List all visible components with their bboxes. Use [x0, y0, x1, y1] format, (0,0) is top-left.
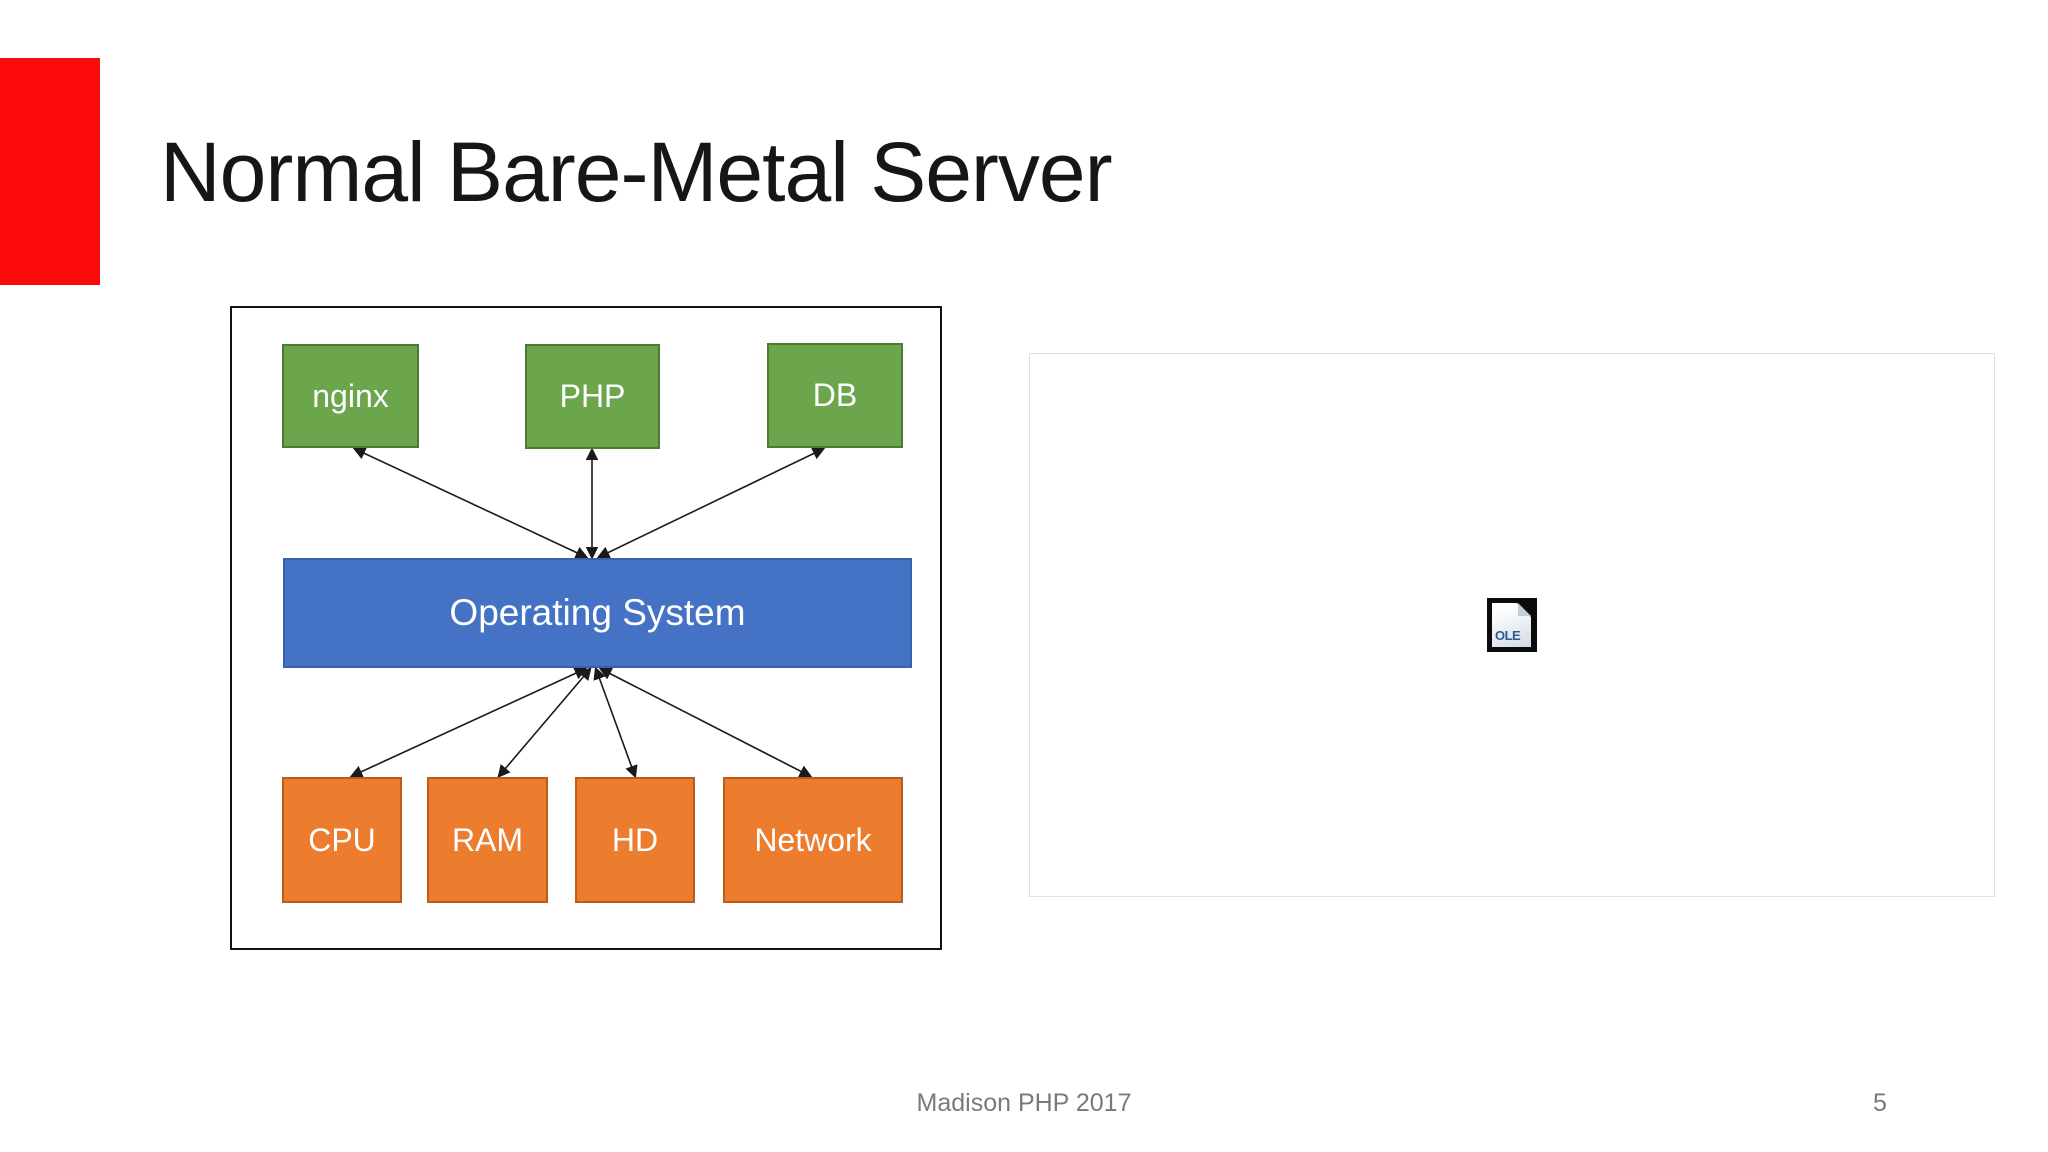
page-fold-icon [1518, 603, 1531, 616]
hardware-box-ram-label: RAM [451, 821, 524, 858]
hardware-box-hd: HD [575, 777, 695, 903]
arrow-os-cpu [349, 667, 588, 778]
app-box-nginx: nginx [282, 344, 419, 448]
page-number: 5 [1873, 1089, 1887, 1117]
hardware-box-ram: RAM [427, 777, 548, 903]
embedded-object-panel: OLE [1029, 353, 1995, 897]
app-box-db: DB [767, 343, 903, 448]
arrow-os-network [598, 667, 813, 778]
hardware-box-hd-label: HD [611, 821, 659, 858]
arrow-os-ram [497, 667, 592, 778]
arrow-os-db [596, 447, 826, 559]
hardware-box-network: Network [723, 777, 903, 903]
connector-arrows [349, 447, 826, 779]
hardware-box-cpu-label: CPU [308, 821, 376, 858]
accent-bar [0, 58, 100, 285]
arrow-os-nginx [352, 447, 589, 559]
hardware-box-network-label: Network [754, 821, 872, 858]
bare-metal-server-diagram: nginx PHP DB Operating System CPU RAM HD… [230, 306, 942, 950]
app-box-php-label: PHP [559, 378, 626, 414]
slide-title: Normal Bare-Metal Server [160, 125, 1113, 219]
operating-system-label: Operating System [449, 592, 746, 633]
hardware-box-cpu: CPU [282, 777, 402, 903]
ole-object-icon[interactable]: OLE [1487, 598, 1537, 652]
app-box-db-label: DB [812, 377, 858, 413]
arrow-os-hd [593, 666, 638, 779]
operating-system-bar: Operating System [283, 558, 912, 668]
app-box-php: PHP [525, 344, 660, 449]
footer-text: Madison PHP 2017 [916, 1089, 1132, 1117]
document-page-shape: OLE [1492, 603, 1531, 647]
app-box-nginx-label: nginx [312, 377, 389, 414]
ole-label: OLE [1495, 628, 1521, 643]
